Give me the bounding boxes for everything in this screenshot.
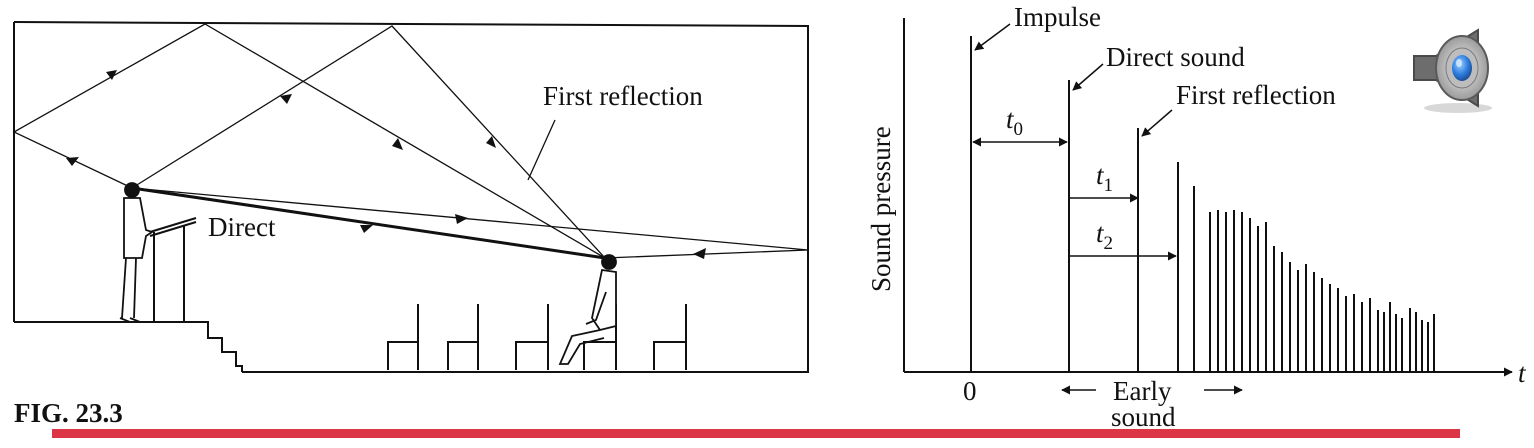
- t2-label: t2: [1096, 218, 1113, 254]
- impulse-response-graph: [903, 18, 1513, 395]
- speaker-icon-graphic: [1413, 28, 1492, 113]
- ray-arrows: [66, 70, 706, 259]
- room-diagram: [12, 21, 809, 373]
- y-axis-label: Sound pressure: [866, 126, 896, 292]
- ray-3: [131, 187, 809, 259]
- impulse-label: Impulse: [1014, 2, 1101, 32]
- t1-label: t1: [1096, 160, 1113, 196]
- listener-person: [558, 254, 617, 365]
- first-reflection-graph-label: First reflection: [1176, 80, 1336, 110]
- speaker-icon[interactable]: [1406, 22, 1502, 118]
- chairs: [387, 304, 687, 370]
- first-reflection-pointer: [527, 119, 556, 181]
- ray-2: [131, 25, 606, 259]
- early-label: Early: [1113, 376, 1172, 406]
- t0-label: t0: [1006, 104, 1023, 140]
- accent-bar: [52, 429, 1460, 438]
- direct-path: [131, 186, 606, 260]
- first-reflection-pointer-graph: [1141, 109, 1173, 137]
- direct-label: Direct: [208, 212, 276, 242]
- figure-label: FIG. 23.3: [14, 398, 123, 428]
- room-wall: [13, 21, 809, 373]
- direct-sound-pointer: [1072, 63, 1104, 91]
- first-reflection-label: First reflection: [543, 81, 703, 111]
- direct-sound-label: Direct sound: [1106, 42, 1245, 72]
- origin-label: 0: [963, 376, 977, 406]
- reverberation-pulses: [1177, 162, 1435, 372]
- sound-label: sound: [1111, 402, 1176, 432]
- podium: [149, 217, 197, 322]
- speaker-person: [119, 182, 155, 323]
- x-axis-label: t: [1518, 358, 1527, 388]
- impulse-pointer: [974, 23, 1011, 51]
- stage-steps: [14, 321, 243, 372]
